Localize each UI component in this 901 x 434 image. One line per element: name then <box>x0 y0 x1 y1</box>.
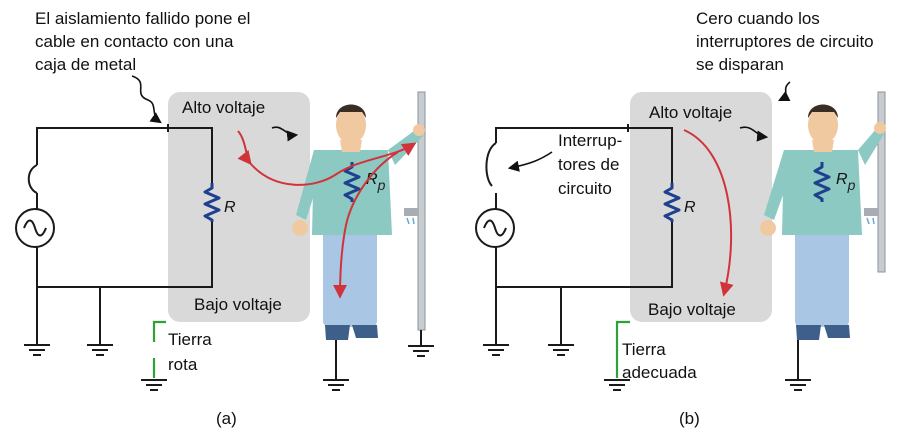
person-figure <box>292 104 425 340</box>
breaker-label-line: circuito <box>558 179 612 198</box>
caption-a: (a) <box>216 409 237 428</box>
person-resistor-icon <box>813 162 831 202</box>
current-arrow <box>249 142 417 186</box>
metal-box <box>630 92 772 322</box>
current-arrow <box>683 129 734 297</box>
panel-a: El aislamiento fallido pone el cable en … <box>15 9 434 428</box>
broken-ground-wire <box>152 320 166 342</box>
voltage-pointer <box>739 126 769 142</box>
person-resistor-icon <box>343 162 361 202</box>
ground-label: Tierra <box>622 340 666 359</box>
ground-icon <box>408 330 434 357</box>
circuit-wire-top <box>36 127 213 183</box>
person-resistor-label: Rp <box>366 171 386 193</box>
resistor-label: R <box>684 199 696 216</box>
ground-label: rota <box>168 355 198 374</box>
callout-line: Cero cuando los <box>696 9 820 28</box>
circuit-wire-bottom <box>495 222 673 288</box>
bypass-wire <box>27 164 38 194</box>
faucet-icon <box>864 208 878 216</box>
resistor-icon <box>203 183 221 222</box>
person-figure <box>760 104 886 340</box>
ground-icon <box>483 287 509 356</box>
breaker-pointer <box>507 151 553 172</box>
ground-icon <box>24 287 50 356</box>
callout-line: se disparan <box>696 55 784 74</box>
ground-label: Tierra <box>168 330 212 349</box>
breaker-label-line: Interrup- <box>558 131 622 150</box>
caption-b: (b) <box>679 409 700 428</box>
callout-pointer <box>131 75 162 124</box>
ground-icon <box>548 287 574 356</box>
ground-icon <box>141 379 167 391</box>
water-drip-icon <box>866 217 875 225</box>
voltage-pointer <box>271 126 299 142</box>
current-arrow <box>237 130 252 166</box>
breaker-label: Interrup- tores de circuito <box>558 131 622 198</box>
ground-icon <box>323 340 349 391</box>
water-drip-icon <box>406 217 415 225</box>
callout-text-b: Cero cuando los interruptores de circuit… <box>696 9 874 74</box>
callout-line: cable en contacto con una <box>35 32 234 51</box>
callout-line: El aislamiento fallido pone el <box>35 9 250 28</box>
high-voltage-label: Alto voltaje <box>182 98 265 117</box>
faucet-icon <box>404 208 418 216</box>
ground-icon <box>87 287 113 356</box>
ground-label: adecuada <box>622 363 697 382</box>
panel-b: Cero cuando los interruptores de circuit… <box>475 9 886 428</box>
ac-wave-icon <box>483 219 507 237</box>
breaker-label-line: tores de <box>558 155 619 174</box>
water-pipe <box>877 91 886 273</box>
metal-box <box>168 92 310 322</box>
callout-pointer <box>777 81 791 102</box>
high-voltage-label: Alto voltaje <box>649 103 732 122</box>
callout-line: caja de metal <box>35 55 136 74</box>
low-voltage-label: Bajo voltaje <box>194 295 282 314</box>
proper-ground-wire <box>615 320 630 378</box>
resistor-icon <box>663 183 681 222</box>
callout-line: interruptores de circuito <box>696 32 874 51</box>
ground-icon <box>604 379 630 391</box>
ac-wave-icon <box>23 219 47 237</box>
person-resistor-label: Rp <box>836 171 856 193</box>
callout-text-a: El aislamiento fallido pone el cable en … <box>35 9 250 74</box>
low-voltage-label: Bajo voltaje <box>648 300 736 319</box>
open-breaker <box>485 142 497 187</box>
resistor-label: R <box>224 199 236 216</box>
ground-icon <box>785 340 811 391</box>
current-arrow <box>333 151 399 299</box>
circuit-wire-top <box>495 127 673 183</box>
